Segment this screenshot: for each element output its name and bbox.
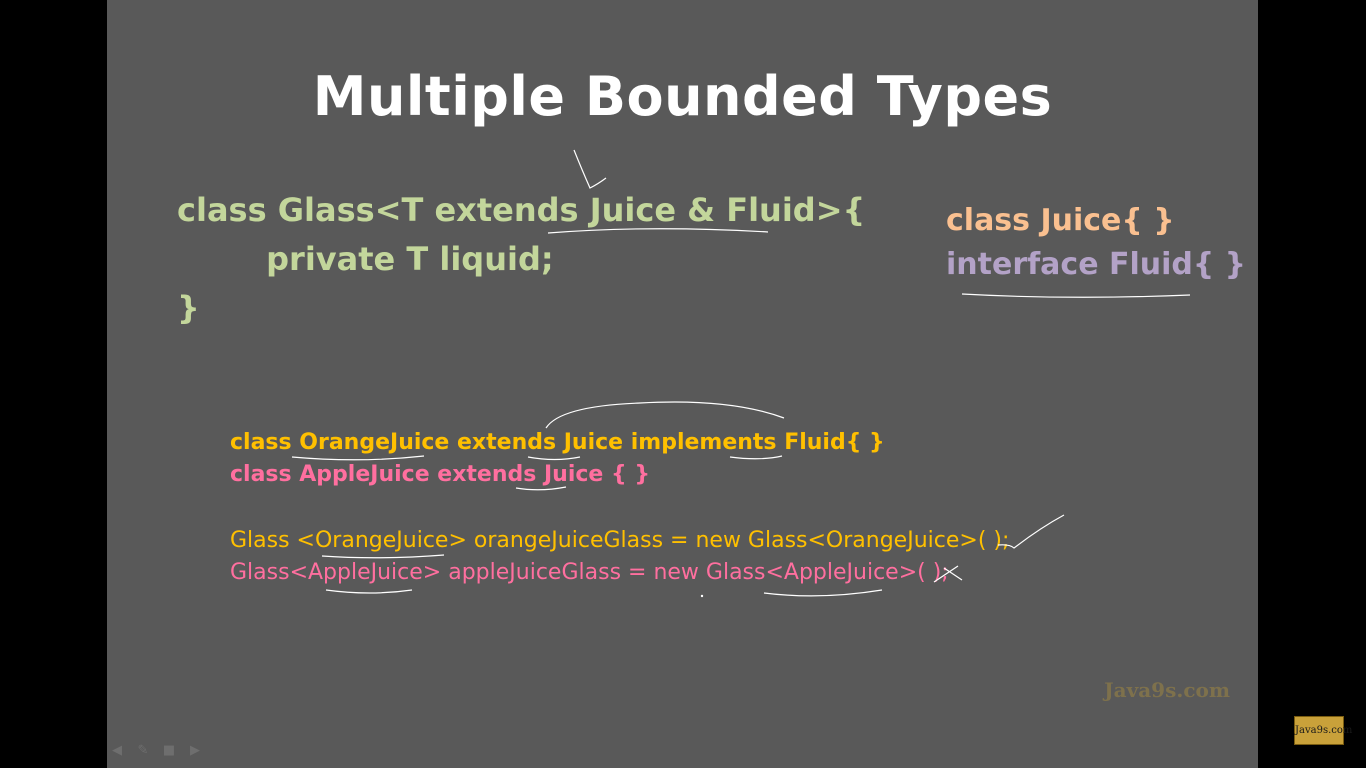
- slide: Multiple Bounded Types class Glass<T ext…: [107, 0, 1258, 768]
- glass-class-line1: class Glass<T extends Juice & Fluid>{: [177, 191, 866, 229]
- glass-class-line2: private T liquid;: [177, 240, 554, 278]
- java9s-logo: Java9s.com: [1294, 716, 1352, 745]
- juice-class-declaration: class Juice{ }: [946, 203, 1175, 238]
- glass-class-line3: }: [177, 289, 200, 327]
- apple-juice-class: class AppleJuice extends Juice { }: [230, 462, 650, 487]
- orange-juice-class: class OrangeJuice extends Juice implemen…: [230, 430, 885, 455]
- slides-icon[interactable]: ■: [162, 743, 176, 758]
- slide-title: Multiple Bounded Types: [312, 65, 1053, 128]
- apple-glass-usage: Glass<AppleJuice> appleJuiceGlass = new …: [230, 560, 949, 585]
- orange-glass-usage: Glass <OrangeJuice> orangeJuiceGlass = n…: [230, 528, 1010, 553]
- watermark: Java9s.com: [1104, 678, 1230, 702]
- arrow-left-icon[interactable]: ◀: [112, 743, 122, 758]
- fluid-interface-declaration: interface Fluid{ }: [946, 247, 1247, 282]
- slide-toolbar: ◀ ✎ ■ ▶: [110, 744, 202, 758]
- pen-icon[interactable]: ✎: [137, 743, 149, 758]
- arrow-right-icon[interactable]: ▶: [190, 743, 200, 758]
